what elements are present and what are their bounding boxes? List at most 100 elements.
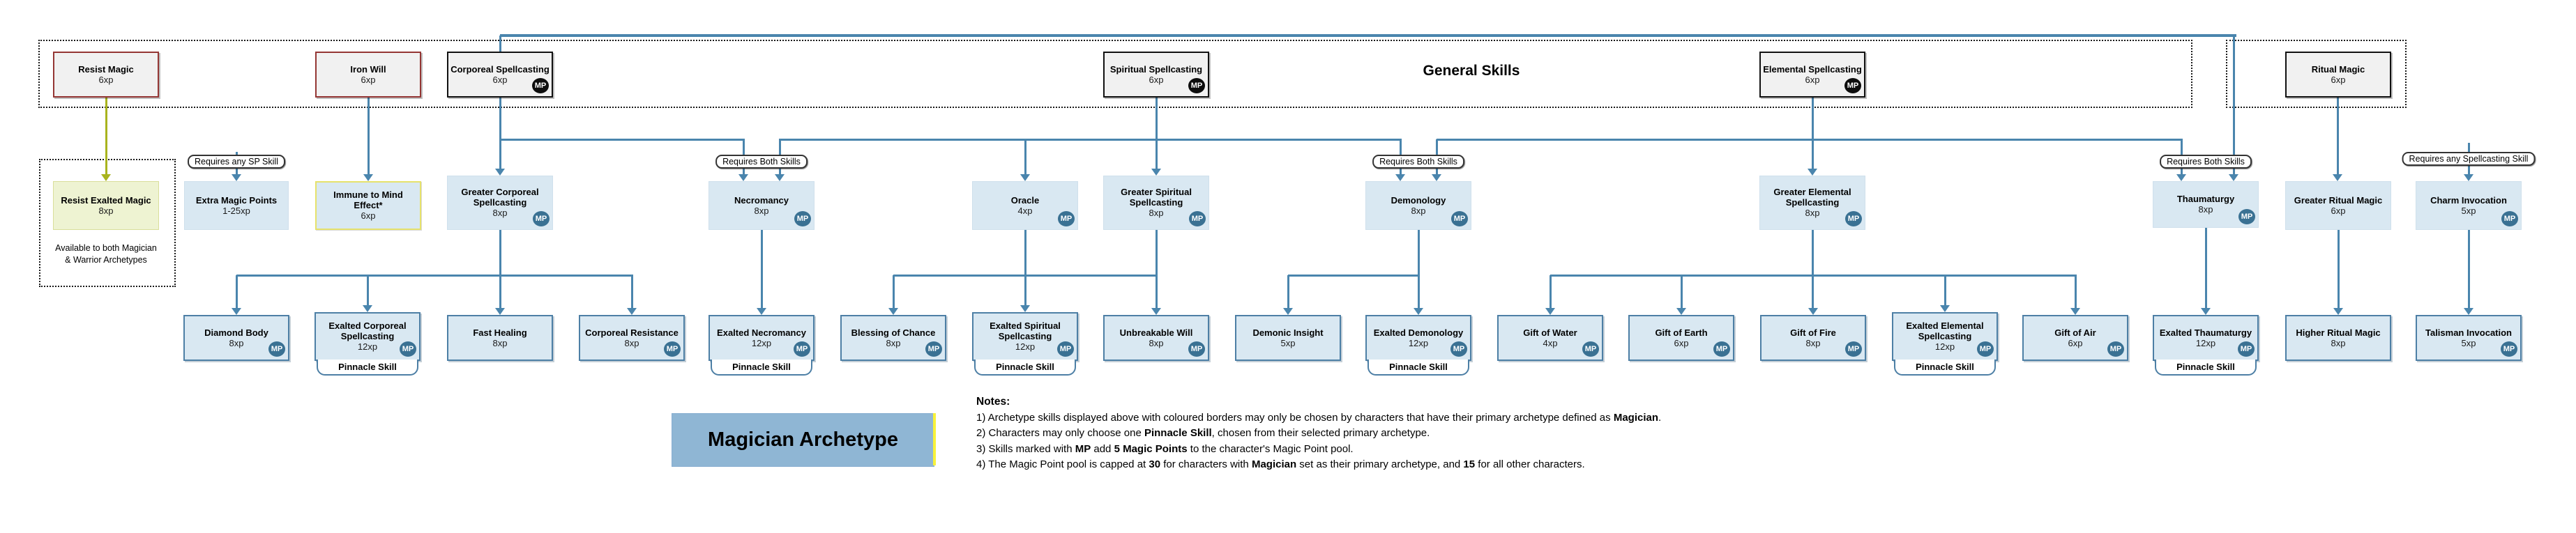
connector-arrowhead-icon	[363, 174, 373, 181]
mp-badge: MP	[533, 211, 550, 226]
connector-arrowhead-icon	[1808, 169, 1817, 176]
connector-vline	[1287, 275, 1289, 309]
connector-arrowhead-icon	[1395, 174, 1405, 181]
connector-vline	[499, 230, 501, 309]
mp-badge: MP	[1845, 341, 1862, 357]
notes-block: Notes: 1) Archetype skills displayed abo…	[976, 394, 2510, 473]
connector-arrowhead-icon	[757, 308, 766, 315]
connector-arrowhead-icon	[1151, 308, 1161, 315]
skill-xp-cost: 12xp	[1934, 341, 1955, 352]
skill-title: Necromancy	[734, 194, 789, 206]
skill-xp-cost: 12xp	[357, 341, 378, 352]
mp-badge: MP	[1188, 78, 1205, 93]
connector-arrowhead-icon	[363, 305, 372, 312]
skill-title: Exalted Elemental Spellcasting	[1906, 320, 1984, 341]
connector-vline	[236, 275, 238, 309]
general-skills-title: General Skills	[1423, 63, 1520, 79]
mp-badge: MP	[2501, 341, 2517, 357]
connector-vline	[2233, 36, 2235, 175]
skill-title: Ritual Magic	[2311, 63, 2365, 75]
skill-xp-cost: 8xp	[229, 337, 244, 348]
skill-title: Unbreakable Will	[1119, 327, 1193, 338]
skill-xp-cost: 8xp	[2331, 337, 2346, 348]
connector-hline	[500, 34, 2236, 37]
note-line: 4) The Magic Point pool is capped at 30 …	[976, 458, 1585, 470]
banner-yellow-stripe	[933, 413, 936, 465]
skill-xp-cost: 6xp	[361, 210, 376, 221]
skill-xp-cost: 8xp	[492, 208, 508, 218]
mp-badge: MP	[1977, 341, 1994, 357]
connector-arrowhead-icon	[232, 308, 241, 315]
connector-vline	[1156, 230, 1158, 309]
skill-xp-cost: 6xp	[2331, 74, 2346, 85]
skill-xp-cost: 6xp	[361, 74, 376, 85]
requirement-label-both_skills: Requires Both Skills	[1372, 155, 1464, 169]
connector-vline	[631, 275, 633, 309]
connector-arrowhead-icon	[1808, 308, 1818, 315]
skill-title: Extra Magic Points	[195, 194, 278, 206]
skill-xp-cost: 12xp	[1408, 337, 1429, 348]
skill-xp-cost: 6xp	[98, 74, 114, 85]
connector-arrowhead-icon	[1020, 305, 1030, 312]
connector-arrowhead-icon	[1940, 305, 1950, 312]
connector-vline	[368, 98, 370, 175]
connector-vline	[2337, 98, 2339, 175]
skill-xp-cost: 8xp	[2198, 204, 2213, 215]
general-skills-container	[38, 40, 2192, 108]
skill-xp-cost: 12xp	[1015, 341, 1036, 352]
mp-badge: MP	[2238, 209, 2255, 224]
skill-title: Greater Elemental Spellcasting	[1773, 187, 1851, 208]
mp-badge: MP	[1058, 211, 1075, 226]
skill-title: Charm Invocation	[2430, 194, 2507, 206]
connector-arrowhead-icon	[101, 174, 111, 181]
skill-title: Fast Healing	[473, 327, 527, 338]
mp-badge: MP	[1844, 78, 1861, 93]
ritual-magic-container	[2226, 40, 2407, 108]
connector-arrowhead-icon	[1676, 308, 1686, 315]
connector-arrowhead-icon	[495, 308, 505, 315]
connector-arrowhead-icon	[775, 174, 785, 181]
connector-vline	[1024, 230, 1026, 275]
connector-arrowhead-icon	[2464, 308, 2473, 315]
connector-hline	[779, 139, 1158, 141]
skill-xp-cost: 8xp	[886, 337, 901, 348]
pinnacle-skill-tab: Pinnacle Skill	[1367, 360, 1469, 376]
mp-badge: MP	[1057, 341, 1074, 357]
connector-vline	[1812, 98, 1814, 171]
skill-title: Greater Ritual Magic	[2294, 194, 2383, 206]
connector-arrowhead-icon	[1545, 308, 1555, 315]
mp-badge: MP	[1189, 211, 1206, 226]
connector-arrowhead-icon	[2201, 308, 2211, 315]
connector-arrowhead-icon	[2176, 174, 2186, 181]
skill-title: Elemental Spellcasting	[1763, 63, 1862, 75]
connector-arrowhead-icon	[1414, 308, 1423, 315]
skill-xp-cost: 6xp	[1674, 337, 1689, 348]
pinnacle-skill-tab: Pinnacle Skill	[711, 360, 812, 376]
connector-arrowhead-icon	[1151, 169, 1161, 176]
skill-xp-cost: 12xp	[751, 337, 772, 348]
skill-xp-cost: 8xp	[1411, 205, 1426, 216]
skill-xp-cost: 4xp	[1543, 337, 1558, 348]
connector-vline	[1418, 230, 1420, 309]
skill-xp-cost: 6xp	[2068, 337, 2083, 348]
skill-title: Immune to Mind Effect*	[333, 190, 403, 210]
